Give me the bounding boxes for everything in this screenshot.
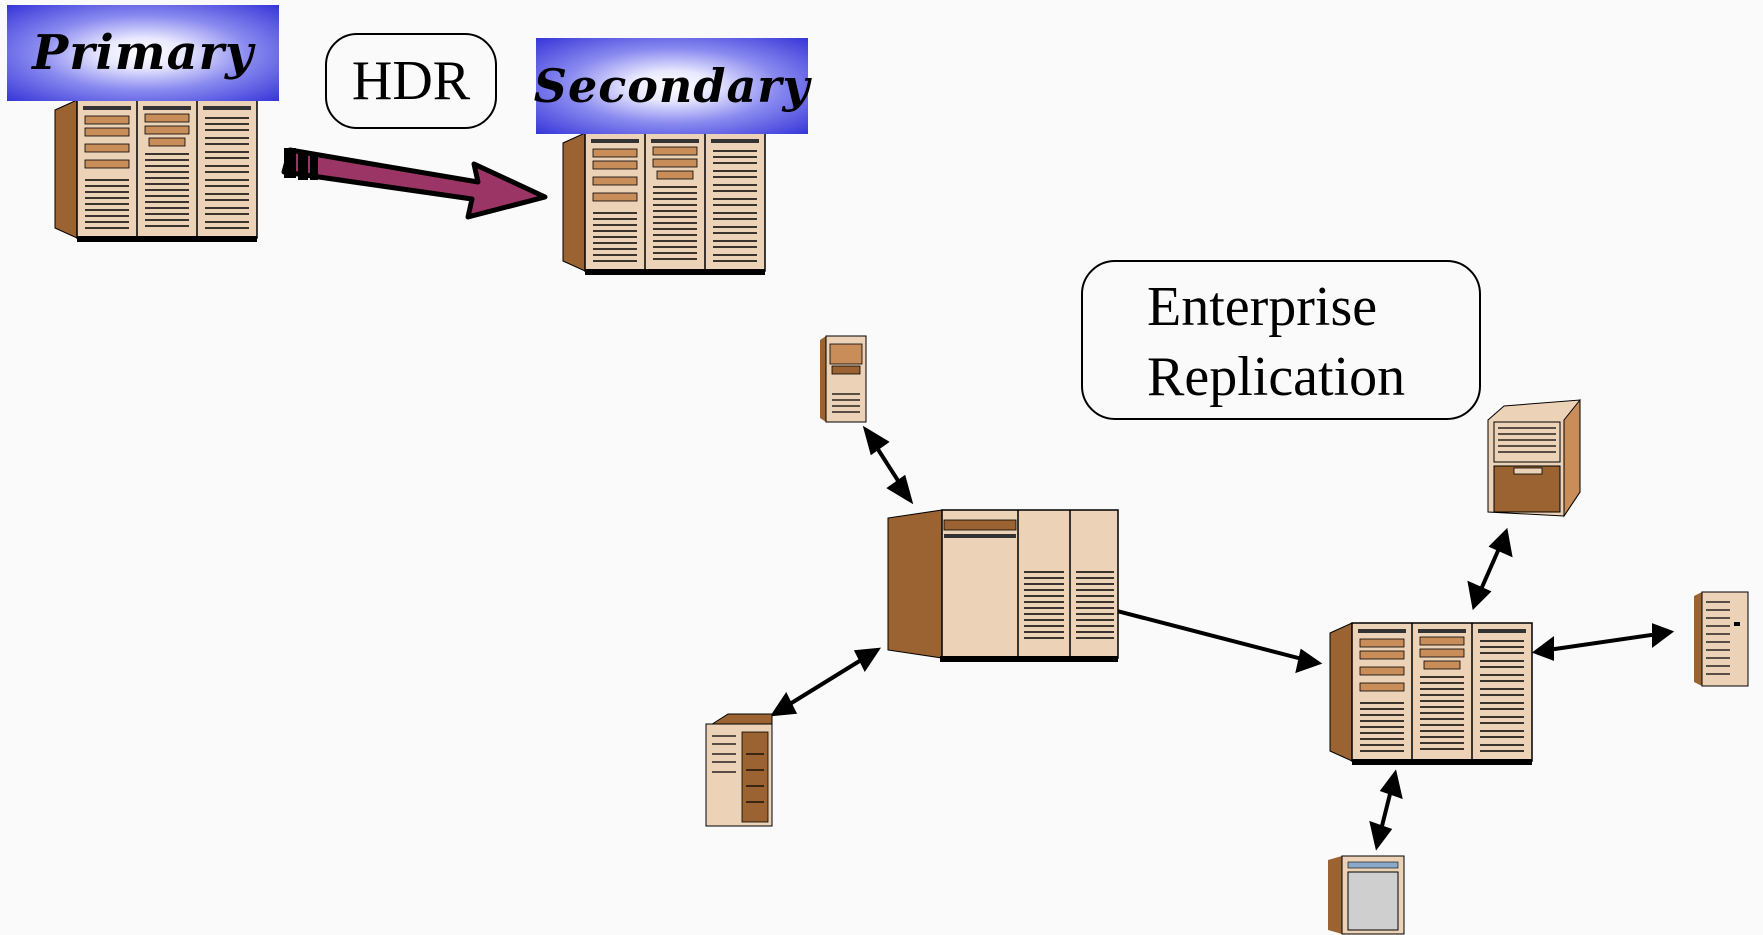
er-hub-right-icon <box>1329 622 1533 766</box>
er-label-line-2: Replication <box>1147 346 1406 408</box>
er-node-top-right-icon <box>1487 398 1581 518</box>
hdr-label: HDR <box>351 50 471 112</box>
er-label-line-1: Enterprise <box>1147 276 1378 338</box>
hdr-label-box: HDR <box>325 33 497 129</box>
enterprise-replication-box: Enterprise Replication <box>1081 260 1481 420</box>
er-node-top-left-icon <box>820 335 867 423</box>
secondary-server-icon <box>562 132 766 276</box>
primary-server-icon <box>54 99 258 243</box>
er-node-bottom-left-icon <box>705 713 773 827</box>
primary-label: Primary <box>7 5 279 101</box>
er-node-right-icon <box>1694 591 1749 687</box>
er-hub-left-icon <box>887 509 1119 662</box>
hdr-arrow <box>281 147 548 220</box>
er-node-bottom-icon <box>1328 855 1405 935</box>
secondary-label: Secondary <box>534 38 809 134</box>
